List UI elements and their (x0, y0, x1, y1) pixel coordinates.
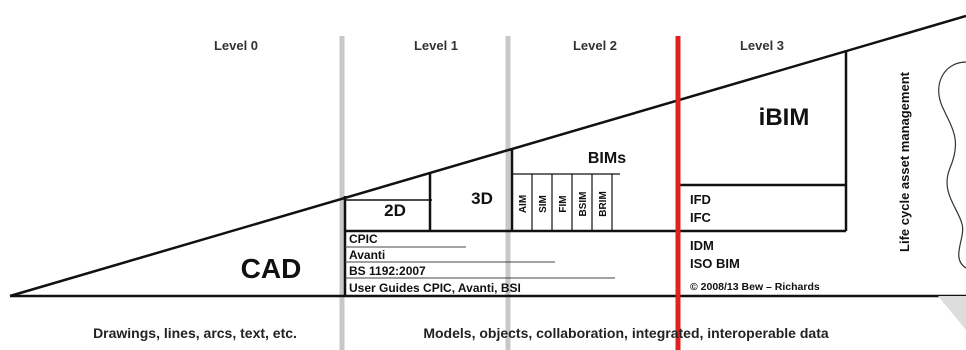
level-0-label: Level 0 (214, 38, 258, 53)
lifecycle-loop-shade (938, 296, 966, 330)
standards-underlines (345, 246, 615, 279)
bims-label: BIMs (588, 150, 626, 167)
bim-type-sim: SIM (538, 195, 549, 213)
lifecycle-loop-curve (938, 61, 966, 269)
cad-label: CAD (241, 253, 302, 284)
bim-type-fim: FIM (558, 195, 569, 212)
level-1-label: Level 1 (414, 38, 458, 53)
idm-label: IDM (690, 238, 714, 253)
standard-user-guides: User Guides CPIC, Avanti, BSI (349, 281, 521, 295)
caption-drawings: Drawings, lines, arcs, text, etc. (93, 325, 297, 341)
bim-type-bsim: BSIM (578, 192, 589, 217)
copyright-text: © 2008/13 Bew – Richards (690, 281, 820, 293)
ifc-label: IFC (690, 210, 712, 225)
iso-bim-label: ISO BIM (690, 256, 740, 271)
3d-label: 3D (471, 189, 493, 208)
caption-models: Models, objects, collaboration, integrat… (423, 325, 829, 341)
box-grid (343, 50, 848, 296)
ifd-label: IFD (690, 192, 711, 207)
bim-type-brim: BRIM (598, 191, 609, 217)
ibim-label: iBIM (759, 104, 810, 131)
standard-bs1192: BS 1192:2007 (349, 264, 426, 278)
level-2-label: Level 2 (573, 38, 617, 53)
standard-cpic: CPIC (349, 232, 378, 246)
maturity-wedge (9, 14, 966, 298)
bim-types-columns (512, 173, 620, 231)
2d-label: 2D (384, 201, 406, 220)
life-cycle-label: Life cycle asset management (897, 71, 912, 252)
standard-avanti: Avanti (349, 248, 385, 262)
bim-type-aim: AIM (518, 195, 529, 213)
level-3-label: Level 3 (740, 38, 784, 53)
